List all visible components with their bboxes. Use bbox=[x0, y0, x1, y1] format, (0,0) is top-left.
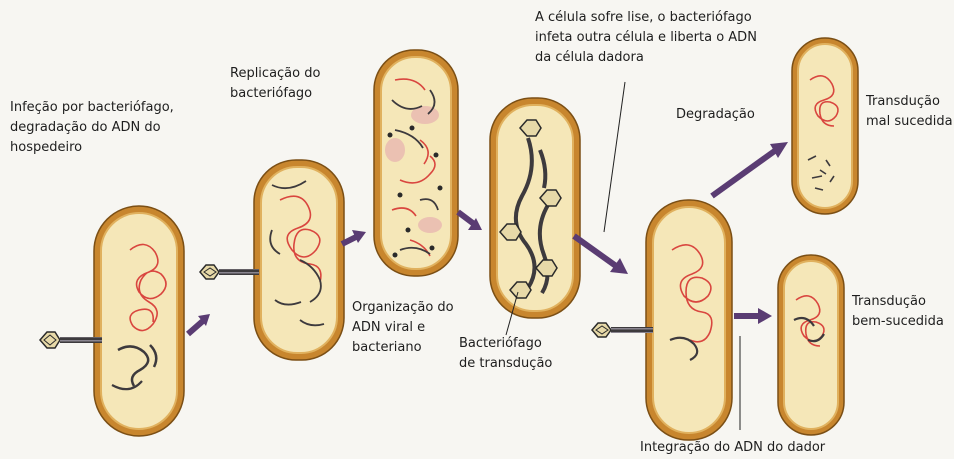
bacteriophage-icon bbox=[200, 265, 259, 279]
cell-recipient bbox=[646, 200, 732, 440]
cell-organization bbox=[374, 50, 458, 276]
arrow-right-icon bbox=[342, 230, 366, 244]
arrow-right-icon bbox=[458, 212, 482, 230]
label-integracao: Integração do ADN do dador bbox=[640, 438, 825, 458]
label-bem-sucedida: Transdução bem-sucedida bbox=[852, 292, 944, 332]
cell-successful-transduction bbox=[778, 255, 844, 435]
arrow-right-icon bbox=[734, 308, 772, 324]
cell-replication bbox=[254, 160, 344, 360]
cell-failed-transduction bbox=[792, 38, 858, 214]
arrow-right-icon bbox=[188, 314, 210, 334]
label-organizacao: Organização do ADN viral e bacteriano bbox=[352, 298, 454, 358]
label-infecao: Infeção por bacteriófago, degradação do … bbox=[10, 98, 174, 158]
leader-line-lise bbox=[604, 82, 625, 232]
cell-infection bbox=[94, 206, 184, 436]
arrow-right-icon bbox=[574, 236, 628, 274]
label-lise: A célula sofre lise, o bacteriófago infe… bbox=[535, 8, 757, 68]
bacteriophage-icon bbox=[40, 332, 102, 348]
label-replicacao: Replicação do bacteriófago bbox=[230, 64, 320, 104]
cell-transducing-phages bbox=[490, 98, 580, 318]
label-mal-sucedida: Transdução mal sucedida bbox=[866, 92, 953, 132]
label-degradacao: Degradação bbox=[676, 105, 755, 125]
arrow-up-right-icon bbox=[712, 142, 788, 196]
label-bacteriofago-transducao: Bacteriófago de transdução bbox=[459, 334, 552, 374]
bacteriophage-icon bbox=[592, 323, 653, 337]
